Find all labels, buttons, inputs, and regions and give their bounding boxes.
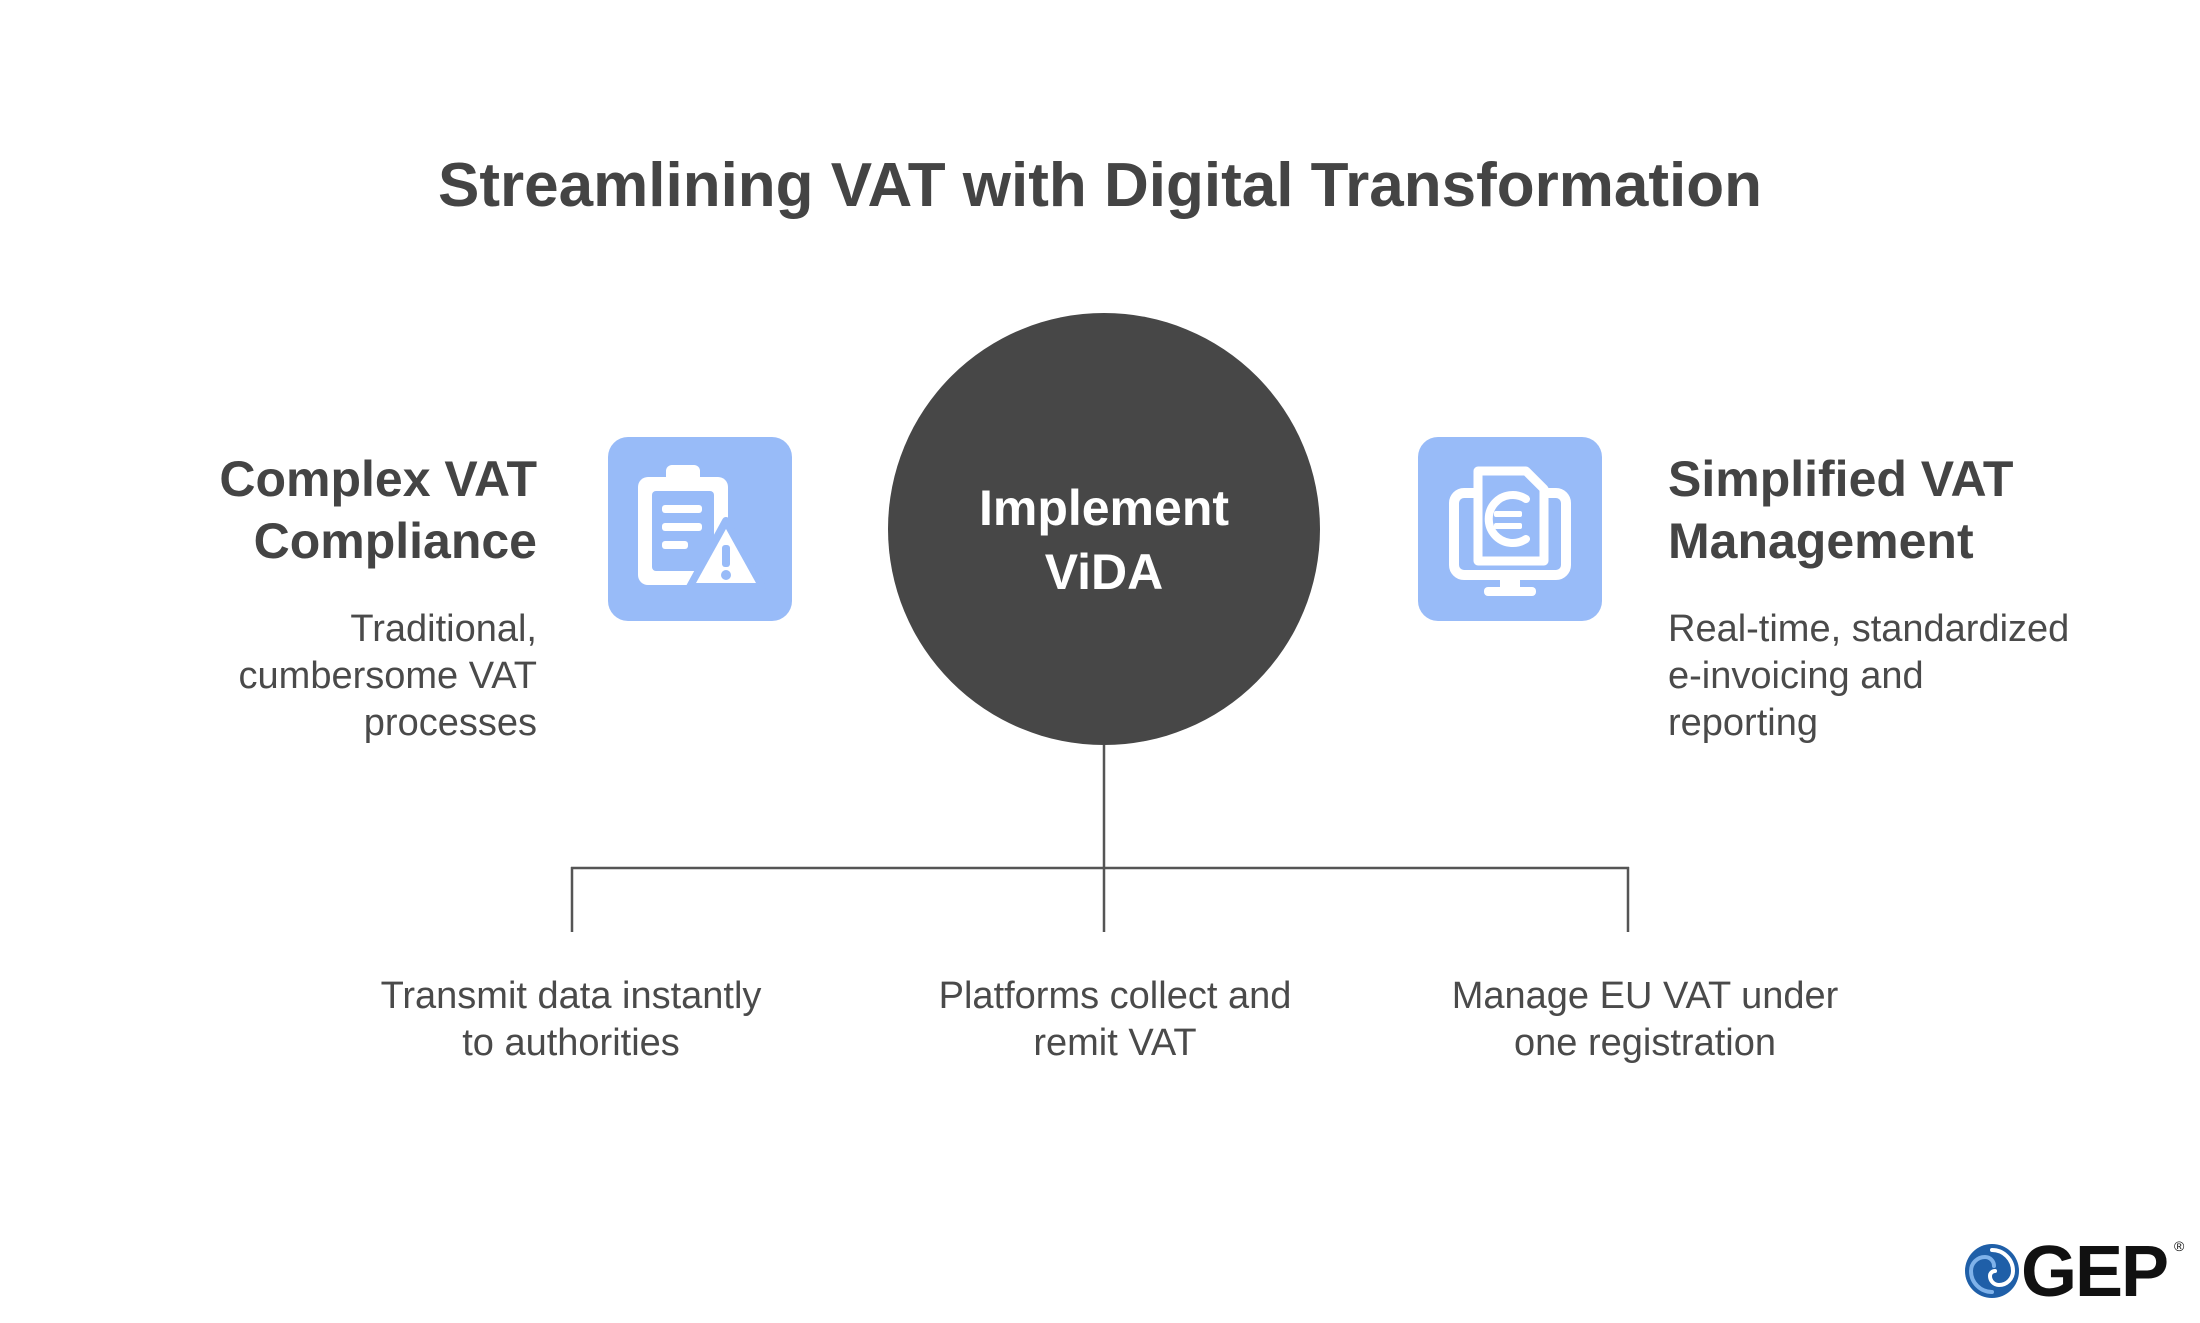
right-icon-box [1418,437,1602,621]
right-description-line: reporting [1668,702,1818,744]
left-description-line: processes [363,702,537,744]
logo-registered-mark: ® [2174,1238,2185,1254]
outcome-line: Transmit data instantly [380,975,762,1017]
center-label-line: ViDA [1044,544,1164,600]
left-heading: Complex VAT Compliance [219,448,537,572]
swirl-logo-icon [1965,1244,2019,1298]
euro-monitor-icon [1449,466,1571,596]
outcome-line: Platforms collect and [938,975,1292,1017]
left-description-line: cumbersome VAT [238,655,537,697]
center-label: Implement ViDA [888,476,1320,604]
left-heading-line: Complex VAT [219,451,537,507]
outcome-item: Platforms collect and remit VAT [855,973,1375,1067]
right-heading-line: Management [1668,513,1974,569]
outcome-item: Transmit data instantly to authorities [311,973,831,1067]
left-icon-box [608,437,792,621]
outcome-item: Manage EU VAT under one registration [1385,973,1905,1067]
right-heading: Simplified VAT Management [1668,448,2013,572]
outcome-line: to authorities [462,1022,680,1064]
right-description-line: e-invoicing and [1668,655,1924,697]
left-description-line: Traditional, [350,608,537,650]
center-label-line: Implement [978,480,1230,536]
gep-logo: GEP ® [1963,1232,2185,1312]
right-description: Real-time, standardized e-invoicing and … [1668,606,2069,747]
outcome-line: remit VAT [1033,1022,1197,1064]
right-heading-line: Simplified VAT [1668,451,2014,507]
left-heading-line: Compliance [253,513,537,569]
clipboard-warning-icon [638,465,766,591]
outcome-line: one registration [1514,1022,1776,1064]
diagram-title: Streamlining VAT with Digital Transforma… [438,151,1762,220]
left-description: Traditional, cumbersome VAT processes [239,606,537,747]
right-description-line: Real-time, standardized [1668,608,2070,650]
outcome-line: Manage EU VAT under [1451,975,1839,1017]
center-circle [888,313,1320,745]
logo-text: GEP [2021,1232,2169,1312]
